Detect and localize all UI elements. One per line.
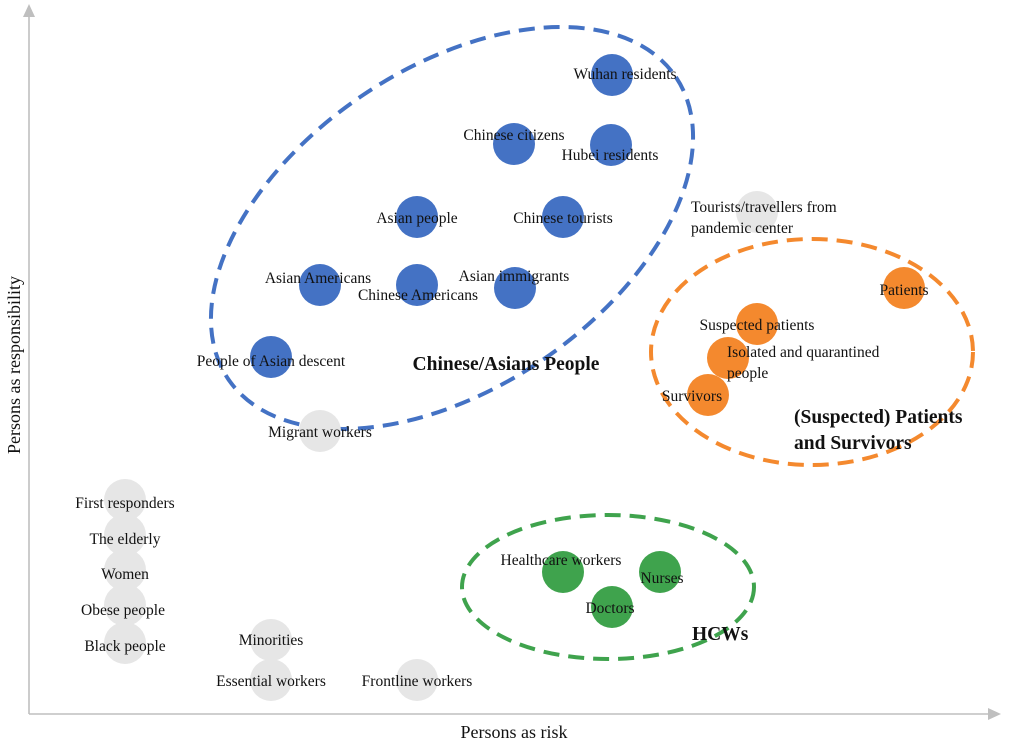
point-label-suspected-patients: Suspected patients: [700, 317, 815, 334]
point-label-doctors: Doctors: [585, 600, 634, 617]
group-label-hcw: HCWs: [692, 624, 749, 645]
point-label-first-responders: First responders: [75, 495, 174, 512]
point-label-asian-people: Asian people: [376, 210, 457, 227]
point-label-migrant-workers: Migrant workers: [268, 424, 372, 441]
point-asian-americans: [299, 264, 341, 306]
point-label-asian-americans: Asian Americans: [265, 270, 371, 287]
point-label-obese-people: Obese people: [81, 602, 165, 619]
point-label-people-of-asian-descent: People of Asian descent: [197, 353, 346, 370]
axes: Persons as risk Persons as responsibilit…: [4, 4, 1001, 742]
point-minorities: [250, 619, 292, 661]
point-the-elderly: [104, 514, 146, 556]
group-label-chinese: Chinese/Asians People: [413, 354, 600, 375]
point-asian-people: [396, 196, 438, 238]
point-label-essential-workers: Essential workers: [216, 673, 326, 690]
point-label-minorities: Minorities: [239, 632, 304, 649]
point-healthcare-workers: [542, 551, 584, 593]
group-label-patients: (Suspected) Patients: [794, 407, 963, 428]
point-chinese-citizens: [493, 123, 535, 165]
point-label-hubei-residents: Hubei residents: [562, 147, 659, 164]
point-label-asian-immigrants: Asian immigrants: [459, 268, 570, 285]
point-isolated-and-quarantined-people: [707, 337, 749, 379]
point-label-survivors: Survivors: [662, 388, 722, 405]
group-ellipse-chinese: [208, 25, 696, 431]
point-survivors: [687, 374, 729, 416]
point-suspected-patients: [736, 303, 778, 345]
point-people-of-asian-descent: [250, 336, 292, 378]
point-frontline-workers: [396, 659, 438, 701]
group-ellipse-hcw: [460, 513, 756, 661]
point-obese-people: [104, 584, 146, 626]
group-ellipses: [208, 25, 975, 661]
point-doctors: [591, 586, 633, 628]
point-label-the-elderly: The elderly: [89, 531, 160, 548]
point-wuhan-residents: [591, 54, 633, 96]
point-label-healthcare-workers: Healthcare workers: [501, 552, 622, 569]
point-label-isolated-and-quarantined-people: Isolated and quarantined: [727, 344, 880, 361]
y-axis-arrow-icon: [23, 4, 35, 17]
x-axis-label: Persons as risk: [461, 722, 568, 742]
point-label-chinese-americans: Chinese Americans: [358, 287, 478, 304]
point-black-people: [104, 622, 146, 664]
point-label-isolated-and-quarantined-people: people: [727, 365, 768, 382]
point-chinese-tourists: [542, 196, 584, 238]
point-label-women: Women: [101, 566, 149, 583]
point-tourists-travellers-from-pandemic-center: [736, 191, 778, 233]
point-hubei-residents: [590, 124, 632, 166]
point-first-responders: [104, 479, 146, 521]
point-label-tourists-travellers-from-pandemic-center: pandemic center: [691, 220, 794, 237]
point-label-chinese-citizens: Chinese citizens: [463, 127, 564, 144]
point-label-wuhan-residents: Wuhan residents: [573, 66, 676, 83]
point-chinese-americans: [396, 264, 438, 306]
point-women: [104, 549, 146, 591]
x-axis-arrow-icon: [988, 708, 1001, 720]
point-label-black-people: Black people: [84, 638, 165, 655]
group-label-patients: and Survivors: [794, 433, 912, 454]
y-axis-label: Persons as responsibility: [4, 276, 24, 454]
point-label-chinese-tourists: Chinese tourists: [513, 210, 612, 227]
point-label-nurses: Nurses: [640, 570, 683, 587]
point-nurses: [639, 551, 681, 593]
point-label-patients: Patients: [879, 282, 928, 299]
point-label-tourists-travellers-from-pandemic-center: Tourists/travellers from: [691, 199, 837, 216]
point-label-frontline-workers: Frontline workers: [362, 673, 473, 690]
point-essential-workers: [250, 659, 292, 701]
point-patients: [883, 267, 925, 309]
point-asian-immigrants: [494, 267, 536, 309]
point-migrant-workers: [299, 410, 341, 452]
group-labels: Chinese/Asians People (Suspected) Patient…: [413, 354, 963, 645]
group-ellipse-patients: [649, 237, 975, 467]
